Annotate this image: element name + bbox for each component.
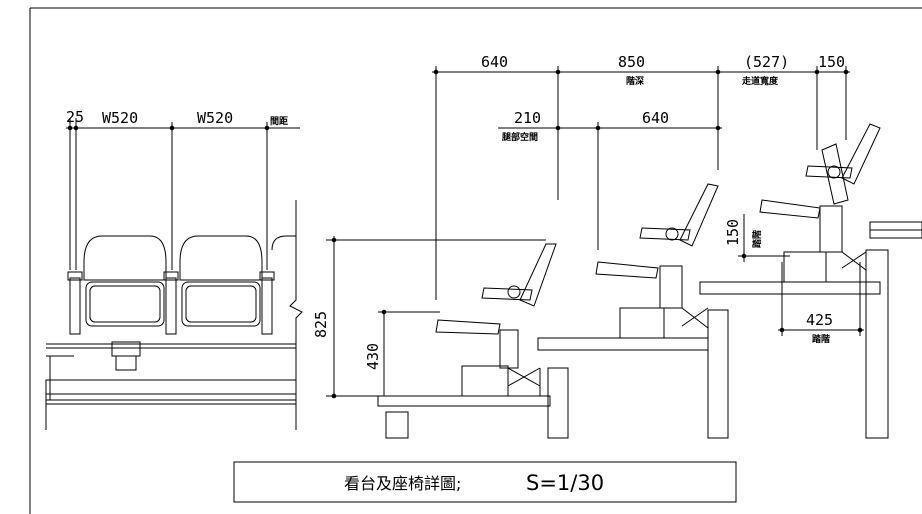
dim-riser-150-text: 150 [724, 219, 742, 246]
dim-aisle-width-label: 走道寬度 [741, 75, 779, 87]
dim-pitch-label: 間距 [270, 116, 288, 127]
dim-leg-space-text: 210 [514, 109, 541, 127]
tier-1 [377, 243, 569, 439]
dim-step-label: 踏階 [812, 333, 830, 345]
tier-2 [537, 183, 729, 439]
dim-height-430-text: 430 [364, 343, 382, 370]
dim-end-150-text: 150 [818, 53, 845, 71]
dim-back-640-text: 640 [642, 109, 669, 127]
dim-seat-a-text: W520 [102, 109, 138, 127]
tier-3 [699, 123, 922, 439]
section-view: 640 850 階深 (527) 走道寬度 150 210 腿部空間 640 8… [312, 53, 922, 439]
front-view: 25 W520 W520 間距 [45, 108, 303, 430]
drawing-scale: S=1/30 [526, 471, 604, 495]
dim-aisle-text: 25 [66, 108, 84, 126]
dim-aisle-width-text: (527) [744, 53, 789, 71]
dim-height-825-text: 825 [312, 311, 330, 338]
dim-leg-space-label: 腿部空間 [502, 131, 538, 143]
title-box: 看台及座椅詳圖; S=1/30 [233, 461, 737, 503]
drawing-title: 看台及座椅詳圖; [344, 474, 461, 493]
dim-tread-depth-label: 階深 [626, 75, 644, 87]
dim-seat-b-text: W520 [197, 109, 233, 127]
dim-tread-depth-text: 850 [618, 53, 645, 71]
dim-front-640-text: 640 [481, 53, 508, 71]
dim-step-425-text: 425 [806, 311, 833, 329]
dim-riser-label: 踏階 [751, 230, 763, 248]
sheet-border [29, 7, 922, 514]
